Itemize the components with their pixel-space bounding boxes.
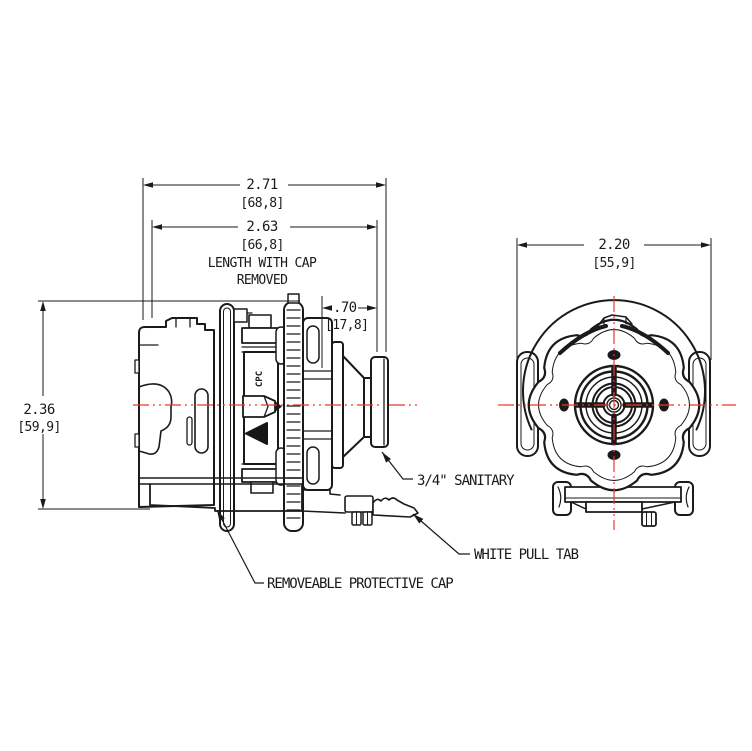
dim-front-width-inches: 2.20 bbox=[598, 237, 629, 253]
bracket-foot-curves bbox=[557, 486, 690, 508]
leader-arrowhead bbox=[382, 452, 391, 463]
body-marking-text: CPC bbox=[255, 371, 265, 387]
strap-tab-lines bbox=[356, 511, 368, 526]
cap-slot-thin bbox=[186, 416, 193, 446]
cap-outline bbox=[138, 317, 215, 508]
arrowhead bbox=[40, 301, 46, 311]
ext-lines bbox=[38, 300, 300, 510]
flange-plate bbox=[219, 303, 235, 532]
bottom-tab bbox=[641, 511, 657, 527]
cap-latch-lines bbox=[138, 317, 191, 346]
ext-lines bbox=[516, 238, 712, 360]
callout-protective-cap-label: REMOVEABLE PROTECTIVE CAP bbox=[267, 576, 453, 592]
hex-tip bbox=[275, 401, 282, 412]
hex-facet-lines bbox=[263, 395, 269, 418]
dim-cap-removed-inches: 2.63 bbox=[246, 219, 277, 235]
leader-line bbox=[216, 509, 264, 584]
leader-line bbox=[412, 513, 470, 555]
side-view: CPC bbox=[134, 293, 419, 532]
leader-line bbox=[381, 451, 413, 480]
cap-clip-lower bbox=[134, 433, 140, 448]
base-right-step bbox=[301, 489, 346, 514]
collar-pill-lower bbox=[306, 446, 320, 485]
centerlines bbox=[133, 296, 736, 530]
callout-sanitary: 3/4" SANITARY bbox=[381, 451, 516, 489]
plate-top-tab bbox=[233, 308, 248, 323]
cap-clip-upper bbox=[134, 359, 140, 374]
scallop-shade-right bbox=[620, 324, 670, 355]
dimension-front-width: 2.20 [55,9] bbox=[516, 237, 712, 360]
strap-tip bbox=[372, 497, 419, 518]
callout-pull-tab: WHITE PULL TAB bbox=[412, 513, 580, 563]
dim-front-width-mm: [55,9] bbox=[592, 256, 635, 271]
leader-arrowhead bbox=[413, 514, 424, 524]
arrowhead bbox=[367, 305, 377, 311]
gear-top-tab bbox=[287, 293, 300, 304]
callout-pull-tab-label: WHITE PULL TAB bbox=[474, 547, 579, 563]
body-top-hat bbox=[248, 314, 272, 329]
body-arrow-mark bbox=[245, 422, 268, 445]
dim-cap-removed-mm: [66,8] bbox=[240, 238, 283, 253]
callout-sanitary-label: 3/4" SANITARY bbox=[417, 473, 515, 489]
scallop-top-tab-steps bbox=[603, 316, 627, 326]
arrowhead bbox=[517, 242, 527, 248]
callouts: 3/4" SANITARY WHITE PULL TAB REMOVEABLE … bbox=[216, 451, 580, 592]
gear-ring bbox=[283, 301, 304, 532]
ext-lines bbox=[151, 220, 378, 352]
flange-plate-inner bbox=[223, 307, 231, 528]
dim-cap-removed-note1: LENGTH WITH CAP bbox=[208, 256, 317, 271]
base-block bbox=[149, 483, 303, 512]
arrowhead bbox=[322, 305, 332, 311]
lug-bottom bbox=[607, 450, 621, 460]
bracket-wings bbox=[570, 501, 676, 510]
leader-arrowhead bbox=[217, 510, 225, 522]
cap-slot-pill bbox=[194, 388, 209, 454]
dimension-overall-length: 2.71 [68,8] bbox=[142, 177, 387, 352]
dim-height-mm: [59,9] bbox=[17, 420, 60, 435]
dim-ferrule-inches: .70 bbox=[333, 300, 357, 316]
dimension-overall-height: 2.36 [59,9] bbox=[17, 300, 300, 510]
arrowhead bbox=[40, 499, 46, 509]
base-rim-lines bbox=[138, 477, 304, 485]
strap-buckle bbox=[344, 495, 374, 513]
arrowhead bbox=[701, 242, 711, 248]
cone bbox=[342, 355, 365, 458]
scallop-top-tab bbox=[596, 314, 633, 328]
dimension-ferrule-length: .70 [17,8] bbox=[321, 296, 377, 368]
scallop-shade-left bbox=[558, 324, 608, 355]
scallop-inner-line bbox=[538, 329, 690, 481]
dim-ferrule-mm: [17,8] bbox=[325, 318, 368, 333]
hex-fitting bbox=[242, 395, 276, 418]
arrowhead bbox=[376, 182, 386, 188]
dim-overall-length-inches: 2.71 bbox=[246, 177, 277, 193]
collar-pill-upper bbox=[306, 325, 320, 364]
arrowhead bbox=[367, 224, 377, 230]
dimension-length-cap-removed: 2.63 [66,8] LENGTH WITH CAP REMOVED bbox=[151, 219, 378, 352]
ext-lines bbox=[142, 178, 387, 352]
sanitary-flange bbox=[370, 356, 389, 448]
tube-lines bbox=[363, 377, 372, 438]
dim-overall-length-mm: [68,8] bbox=[240, 196, 283, 211]
arrowhead bbox=[143, 182, 153, 188]
cap-inner-contour bbox=[138, 383, 173, 455]
dimensions: 2.71 [68,8] 2.63 [66,8] LENGTH WITH CAP … bbox=[17, 177, 712, 510]
bottom-tab-lines bbox=[646, 511, 652, 527]
dim-height-inches: 2.36 bbox=[23, 402, 54, 418]
arrowhead bbox=[152, 224, 162, 230]
dim-cap-removed-note2: REMOVED bbox=[237, 273, 288, 288]
callout-protective-cap: REMOVEABLE PROTECTIVE CAP bbox=[216, 509, 454, 592]
body-bottom-hat bbox=[250, 481, 274, 494]
collar-ridge-lines bbox=[302, 370, 333, 440]
